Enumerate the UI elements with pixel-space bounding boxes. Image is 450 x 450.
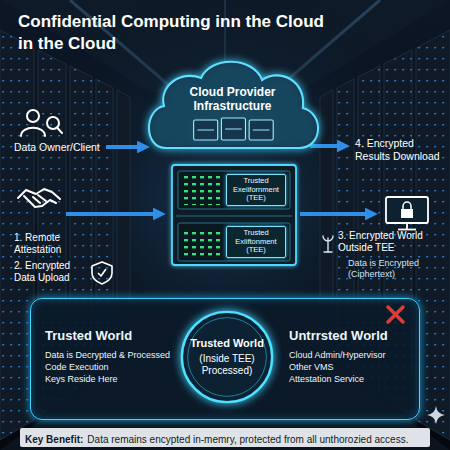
tee-server-rack: [178, 171, 290, 209]
node-heading: Trusted World: [45, 327, 177, 345]
node-text: Keys Reside Here: [45, 373, 177, 385]
panel-ground: [30, 298, 420, 420]
flow-arrow: [106, 145, 146, 149]
computer-lock-icon: [403, 202, 411, 209]
cloud-shape: Cloud Provider Infrastructure: [140, 56, 325, 154]
flow-arrow: [66, 212, 162, 216]
data-center-corridor: [0, 30, 450, 440]
tee-server-rack: [176, 216, 292, 217]
node-text: Cloud Admin/Hypervisor: [289, 349, 413, 361]
node-text: Code Execution: [45, 361, 177, 373]
server-icon: [225, 129, 242, 130]
shield-icon: [92, 262, 112, 284]
antenna-icon: [323, 236, 333, 241]
tee-circle: Trusted World (Inside TEE) Processed): [179, 309, 275, 405]
computer-lock-icon: [386, 197, 428, 230]
computer-lock-icon: [386, 197, 428, 223]
shield-icon: [92, 262, 112, 284]
actor-label: Data Owner/Client: [14, 141, 114, 154]
cloud-outline: [149, 62, 318, 148]
step-label: 1. Remote Attestation: [14, 232, 92, 256]
text-block: Cloud Provider Infrastructure: [170, 85, 295, 113]
flow-arrow: [310, 144, 346, 148]
text-column: Trusted WorldData is Decrypted & Process…: [45, 327, 177, 385]
node-text: Trusted Exiiftonment (TEE): [229, 229, 283, 255]
handshake-icon: [33, 195, 46, 203]
node-text: Data remains encypted in-memry, protecte…: [87, 434, 408, 445]
node-text: Attestation Service: [289, 373, 413, 385]
tee-server-rack: [178, 223, 290, 261]
text-column: Untrrsted WorldCloud Admin/HypervisorOth…: [289, 327, 413, 385]
world-panel: Trusted WorldData is Decrypted & Process…: [30, 298, 420, 420]
diagram-title: Confidential Computing inn the Cloud in …: [18, 11, 334, 54]
tee-box: Trusted Exeiifornment (TEE): [226, 174, 286, 206]
node-heading: Trusted World: [185, 337, 269, 350]
text-block: Trusted Exeiifornment (TEE): [229, 177, 283, 203]
data-owner-icon: [27, 110, 39, 122]
tee-server-rack: [184, 228, 222, 257]
key-benefit-bar: Key Benefit: Data remains encypted in-mem…: [20, 428, 430, 447]
antenna-icon: [324, 251, 332, 252]
server-icon: [253, 130, 270, 131]
data-owner-icon: [21, 128, 45, 136]
node-heading: Untrrsted World: [289, 327, 413, 345]
data-owner-icon: [57, 128, 62, 134]
untrusted-x-mark: [388, 307, 403, 322]
step-label: 3. Encrypted World Outside TEE: [338, 230, 444, 254]
antenna-icon: [327, 238, 328, 252]
data-owner-icon: [21, 110, 62, 136]
node-text: Data is Decrypted & Processed: [45, 349, 177, 361]
tee-box: Trusted Exiiftonment (TEE): [226, 226, 286, 258]
node-text: Other VMS: [289, 361, 413, 373]
text-block: Key Benefit: Data remains encypted in-mem…: [25, 428, 408, 447]
handshake-icon: [24, 196, 56, 207]
server-icon: [249, 120, 273, 140]
tee-circle-outline: [182, 312, 272, 402]
text-block: Trusted Exiiftonment (TEE): [229, 229, 283, 255]
node-text: Trusted Exeiifornment (TEE): [229, 177, 283, 203]
step-label: 2. Encrypted Data Upload: [14, 260, 92, 284]
step-label: 4. Encrypted Results Download: [355, 137, 447, 162]
computer-lock-icon: [406, 223, 408, 229]
note-label: Data is Encrypted (Ciphertext): [348, 258, 444, 280]
tee-server-rack: [172, 165, 296, 265]
tee-server-rack: [172, 165, 296, 265]
computer-lock-icon: [401, 209, 413, 218]
text-block: Trusted World (Inside TEE) Processed): [185, 337, 269, 376]
shield-icon: [98, 269, 106, 276]
data-center-corridor: [0, 30, 450, 440]
sparkle-watermark: [427, 406, 445, 424]
server-icon: [221, 118, 245, 140]
flow-arrow: [66, 146, 374, 214]
antenna-icon: [323, 236, 333, 252]
handshake-icon: [18, 189, 60, 207]
node-text: (Inside TEE) Processed): [185, 353, 269, 377]
tee-server-rack: [184, 176, 222, 205]
node-heading: Key Benefit:: [25, 434, 83, 445]
untrusted-x-mark: [388, 307, 403, 322]
server-icon: [194, 120, 218, 140]
flow-arrow: [300, 212, 374, 216]
server-icon: [197, 130, 214, 131]
node-heading: Cloud Provider Infrastructure: [170, 85, 295, 113]
untrusted-x-mark: [388, 307, 403, 322]
